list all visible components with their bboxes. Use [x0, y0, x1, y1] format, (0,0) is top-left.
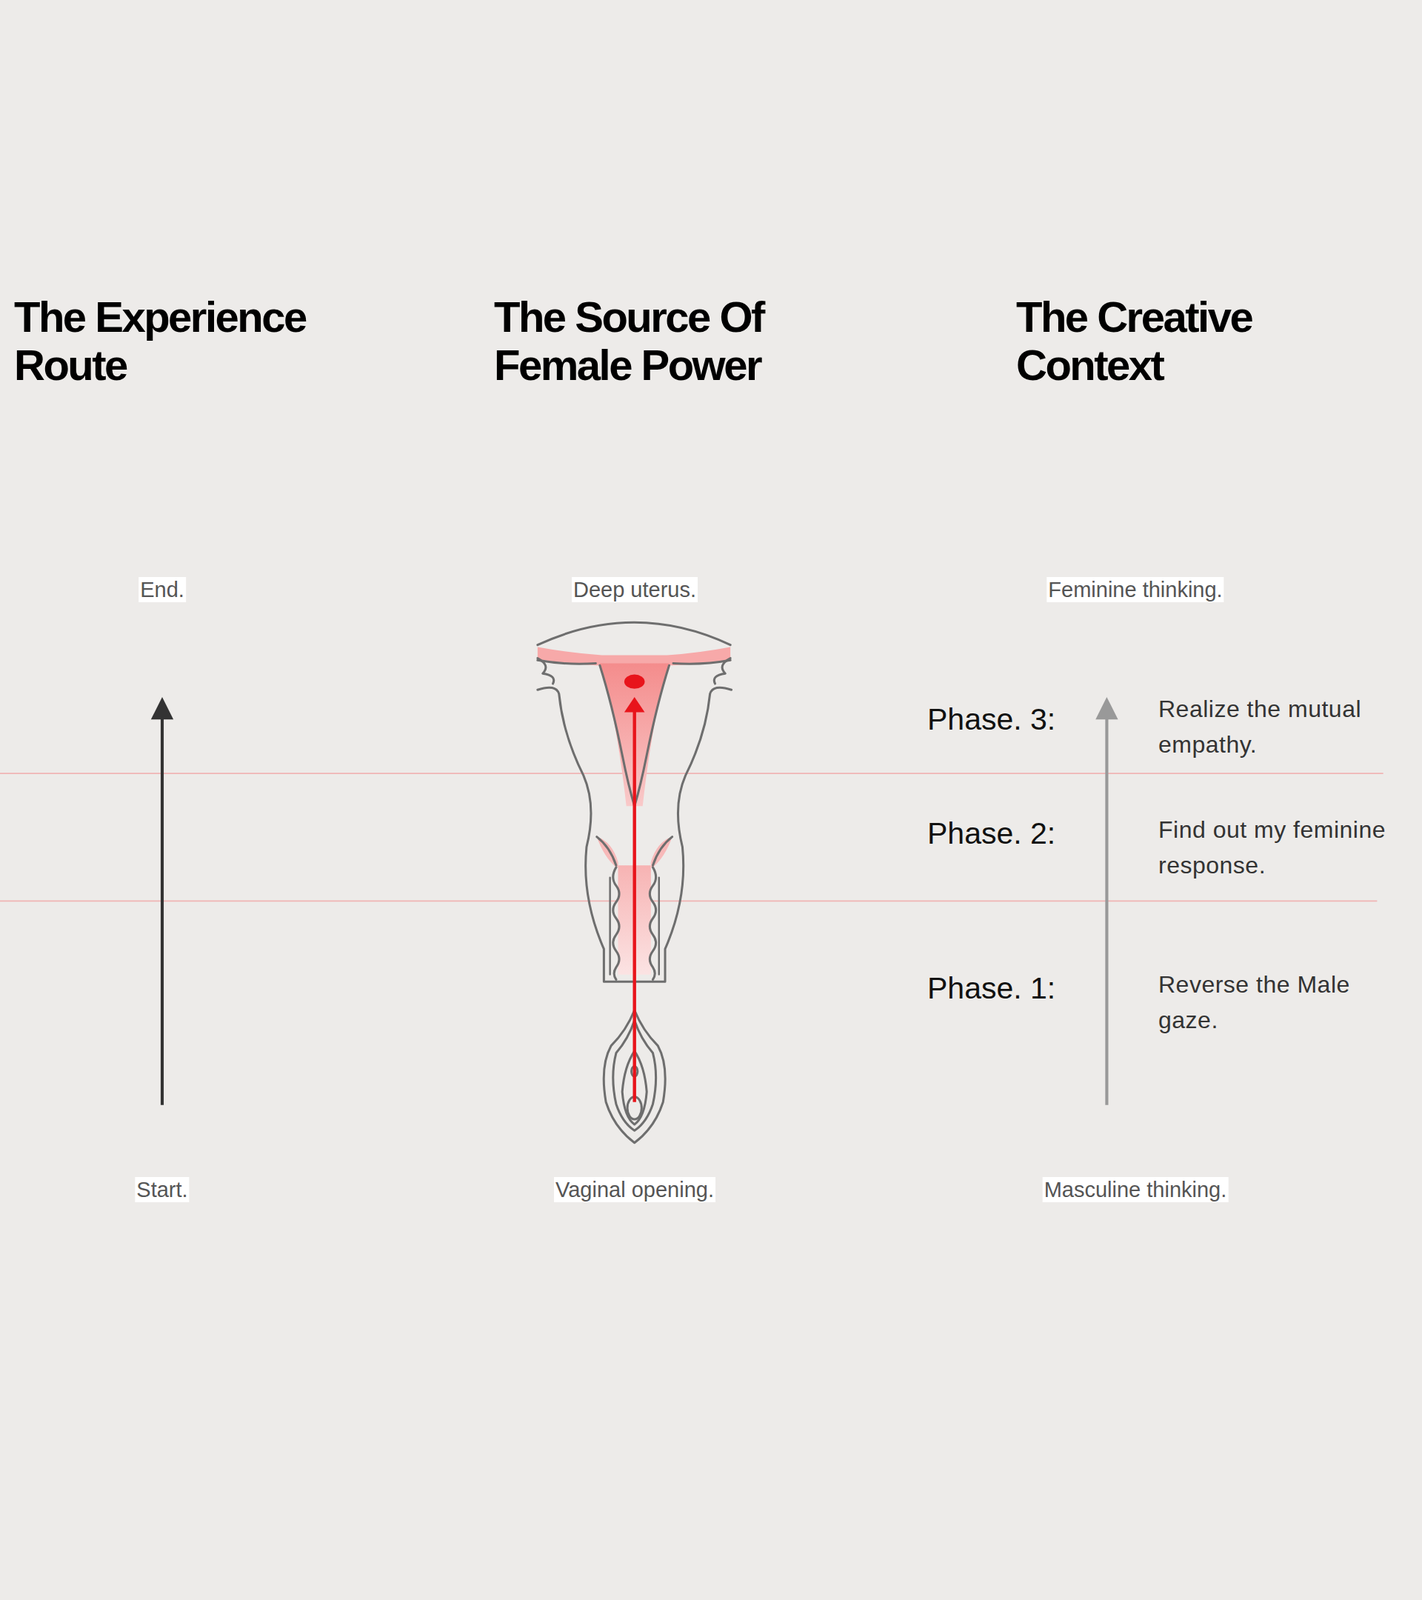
- divider-line: [0, 900, 1377, 903]
- end-label: Feminine thinking.: [1046, 576, 1224, 603]
- anatomy-illustration: [537, 622, 732, 1143]
- phase-description: Find out my feminine response.: [1158, 811, 1411, 883]
- power-path-arrow: [624, 674, 646, 1103]
- column-heading: The Source Of Female Power: [493, 292, 850, 389]
- start-label: Masculine thinking.: [1042, 1176, 1229, 1203]
- end-label: End.: [138, 576, 186, 603]
- route-arrow: [151, 696, 174, 1106]
- column-heading: The Experience Route: [14, 292, 370, 389]
- phase-label: Phase. 1:: [927, 970, 1056, 1006]
- anatomy-label: Vaginal opening.: [553, 1176, 716, 1203]
- divider-line: [0, 772, 1384, 774]
- context-arrow: [1095, 696, 1118, 1106]
- phase-description: Reverse the Male gaze.: [1158, 966, 1411, 1038]
- phase-label: Phase. 3:: [927, 701, 1056, 737]
- column-heading: The Creative Context: [1016, 292, 1372, 389]
- phase-description: Realize the mutual empathy.: [1158, 691, 1411, 763]
- start-label: Start.: [134, 1176, 189, 1203]
- phase-label: Phase. 2:: [927, 815, 1056, 851]
- anatomy-label: Deep uterus.: [571, 576, 698, 603]
